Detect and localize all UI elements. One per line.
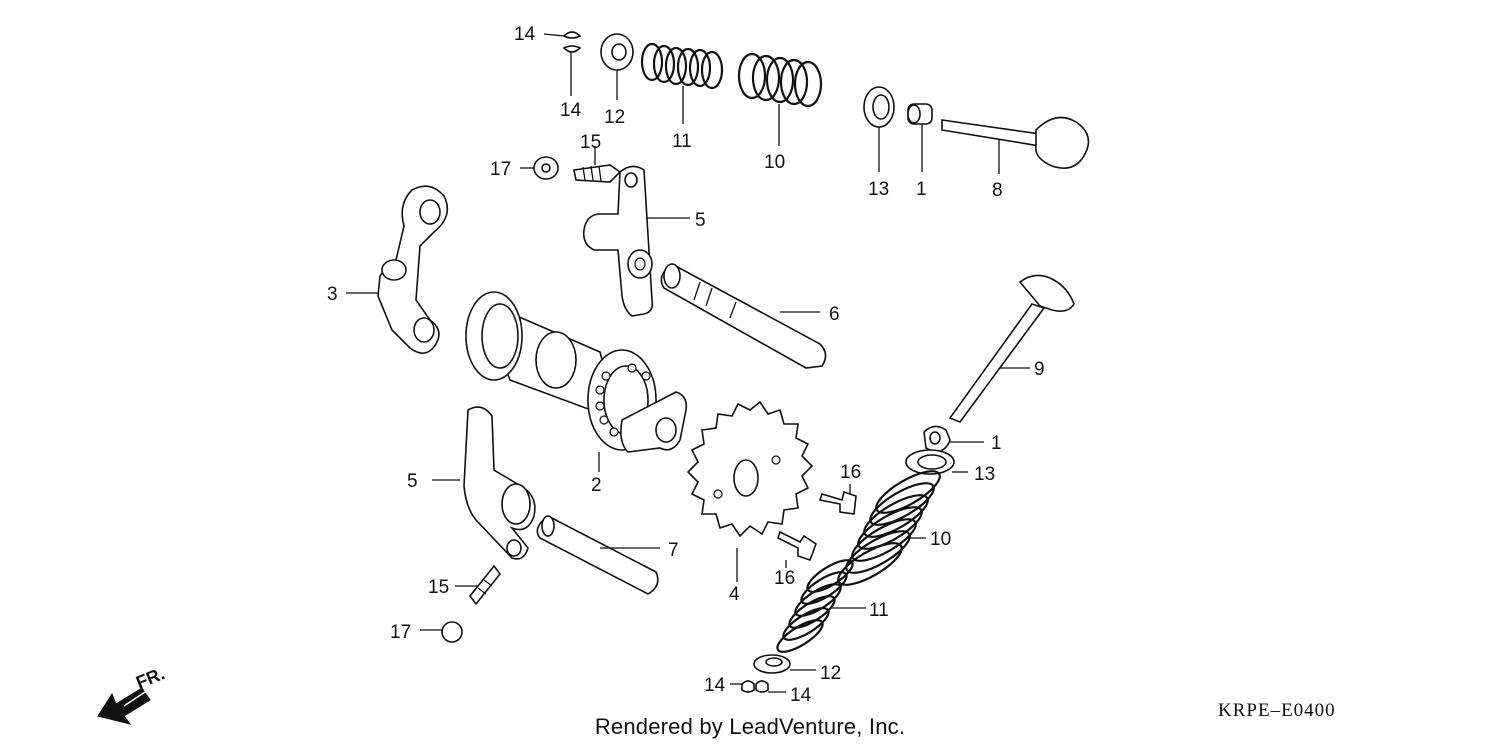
part-14-cotter-bottom[interactable] xyxy=(730,680,786,693)
label-5: 5 xyxy=(407,471,418,492)
part-14-cotter-top[interactable] xyxy=(543,31,582,96)
label-15: 15 xyxy=(428,577,449,598)
diagram-code: KRPE–E0400 xyxy=(1218,700,1336,721)
part-17-nut-bottom[interactable] xyxy=(420,621,463,643)
part-5-rocker-arm-top[interactable] xyxy=(582,165,690,317)
label-13: 13 xyxy=(868,179,889,200)
part-10-spring-bottom[interactable] xyxy=(833,464,945,593)
label-13: 13 xyxy=(974,464,995,485)
part-1-seal-top[interactable] xyxy=(907,103,933,172)
label-15: 15 xyxy=(580,132,601,153)
label-16: 16 xyxy=(774,568,795,589)
part-10-spring-top[interactable] xyxy=(737,52,823,146)
part-9-exhaust-valve[interactable] xyxy=(948,274,1075,423)
part-11-spring-top[interactable] xyxy=(640,42,724,124)
label-1: 1 xyxy=(991,433,1002,454)
label-17: 17 xyxy=(490,159,511,180)
label-12: 12 xyxy=(604,107,625,128)
label-11: 11 xyxy=(672,131,692,152)
label-11: 11 xyxy=(869,600,889,621)
part-17-nut-top[interactable] xyxy=(520,156,559,180)
part-8-intake-valve[interactable] xyxy=(941,116,1090,175)
label-16: 16 xyxy=(840,462,861,483)
label-14: 14 xyxy=(790,685,812,706)
part-3-decompressor[interactable] xyxy=(346,185,449,354)
render-credit: Rendered by LeadVenture, Inc. xyxy=(594,714,906,739)
part-16-bolt-lower[interactable] xyxy=(777,530,817,568)
front-direction-arrow-icon xyxy=(97,681,151,725)
part-7-rocker-shaft-bottom[interactable] xyxy=(536,515,660,595)
label-9: 9 xyxy=(1034,359,1045,380)
label-10: 10 xyxy=(764,152,785,173)
part-12-retainer-bottom[interactable] xyxy=(753,654,816,674)
part-13-seat-top[interactable] xyxy=(863,86,895,172)
part-15-screw-bottom[interactable] xyxy=(455,564,502,606)
label-10: 10 xyxy=(930,529,951,550)
part-15-screw-top[interactable] xyxy=(573,146,622,183)
label-12: 12 xyxy=(820,663,841,684)
part-6-rocker-shaft-top[interactable] xyxy=(660,263,827,369)
part-4-cam-sprocket[interactable] xyxy=(686,400,814,582)
label-4: 4 xyxy=(729,584,740,605)
part-5-rocker-arm-bottom[interactable] xyxy=(432,406,536,560)
label-5: 5 xyxy=(695,210,706,231)
part-13-seat-bottom[interactable] xyxy=(905,449,968,475)
label-8: 8 xyxy=(992,180,1003,201)
label-14: 14 xyxy=(514,24,536,45)
part-2-camshaft[interactable] xyxy=(465,291,688,472)
label-2: 2 xyxy=(591,475,602,496)
label-14: 14 xyxy=(704,675,726,696)
label-6: 6 xyxy=(829,304,840,325)
part-16-bolt-upper[interactable] xyxy=(818,484,857,515)
label-3: 3 xyxy=(327,284,338,305)
part-1-seal-bottom[interactable] xyxy=(923,425,984,453)
label-17: 17 xyxy=(390,622,411,643)
part-12-retainer-top[interactable] xyxy=(600,33,634,100)
part-11-spring-bottom[interactable] xyxy=(773,555,866,658)
label-14: 14 xyxy=(560,100,582,121)
label-7: 7 xyxy=(668,540,679,561)
label-1: 1 xyxy=(916,179,927,200)
